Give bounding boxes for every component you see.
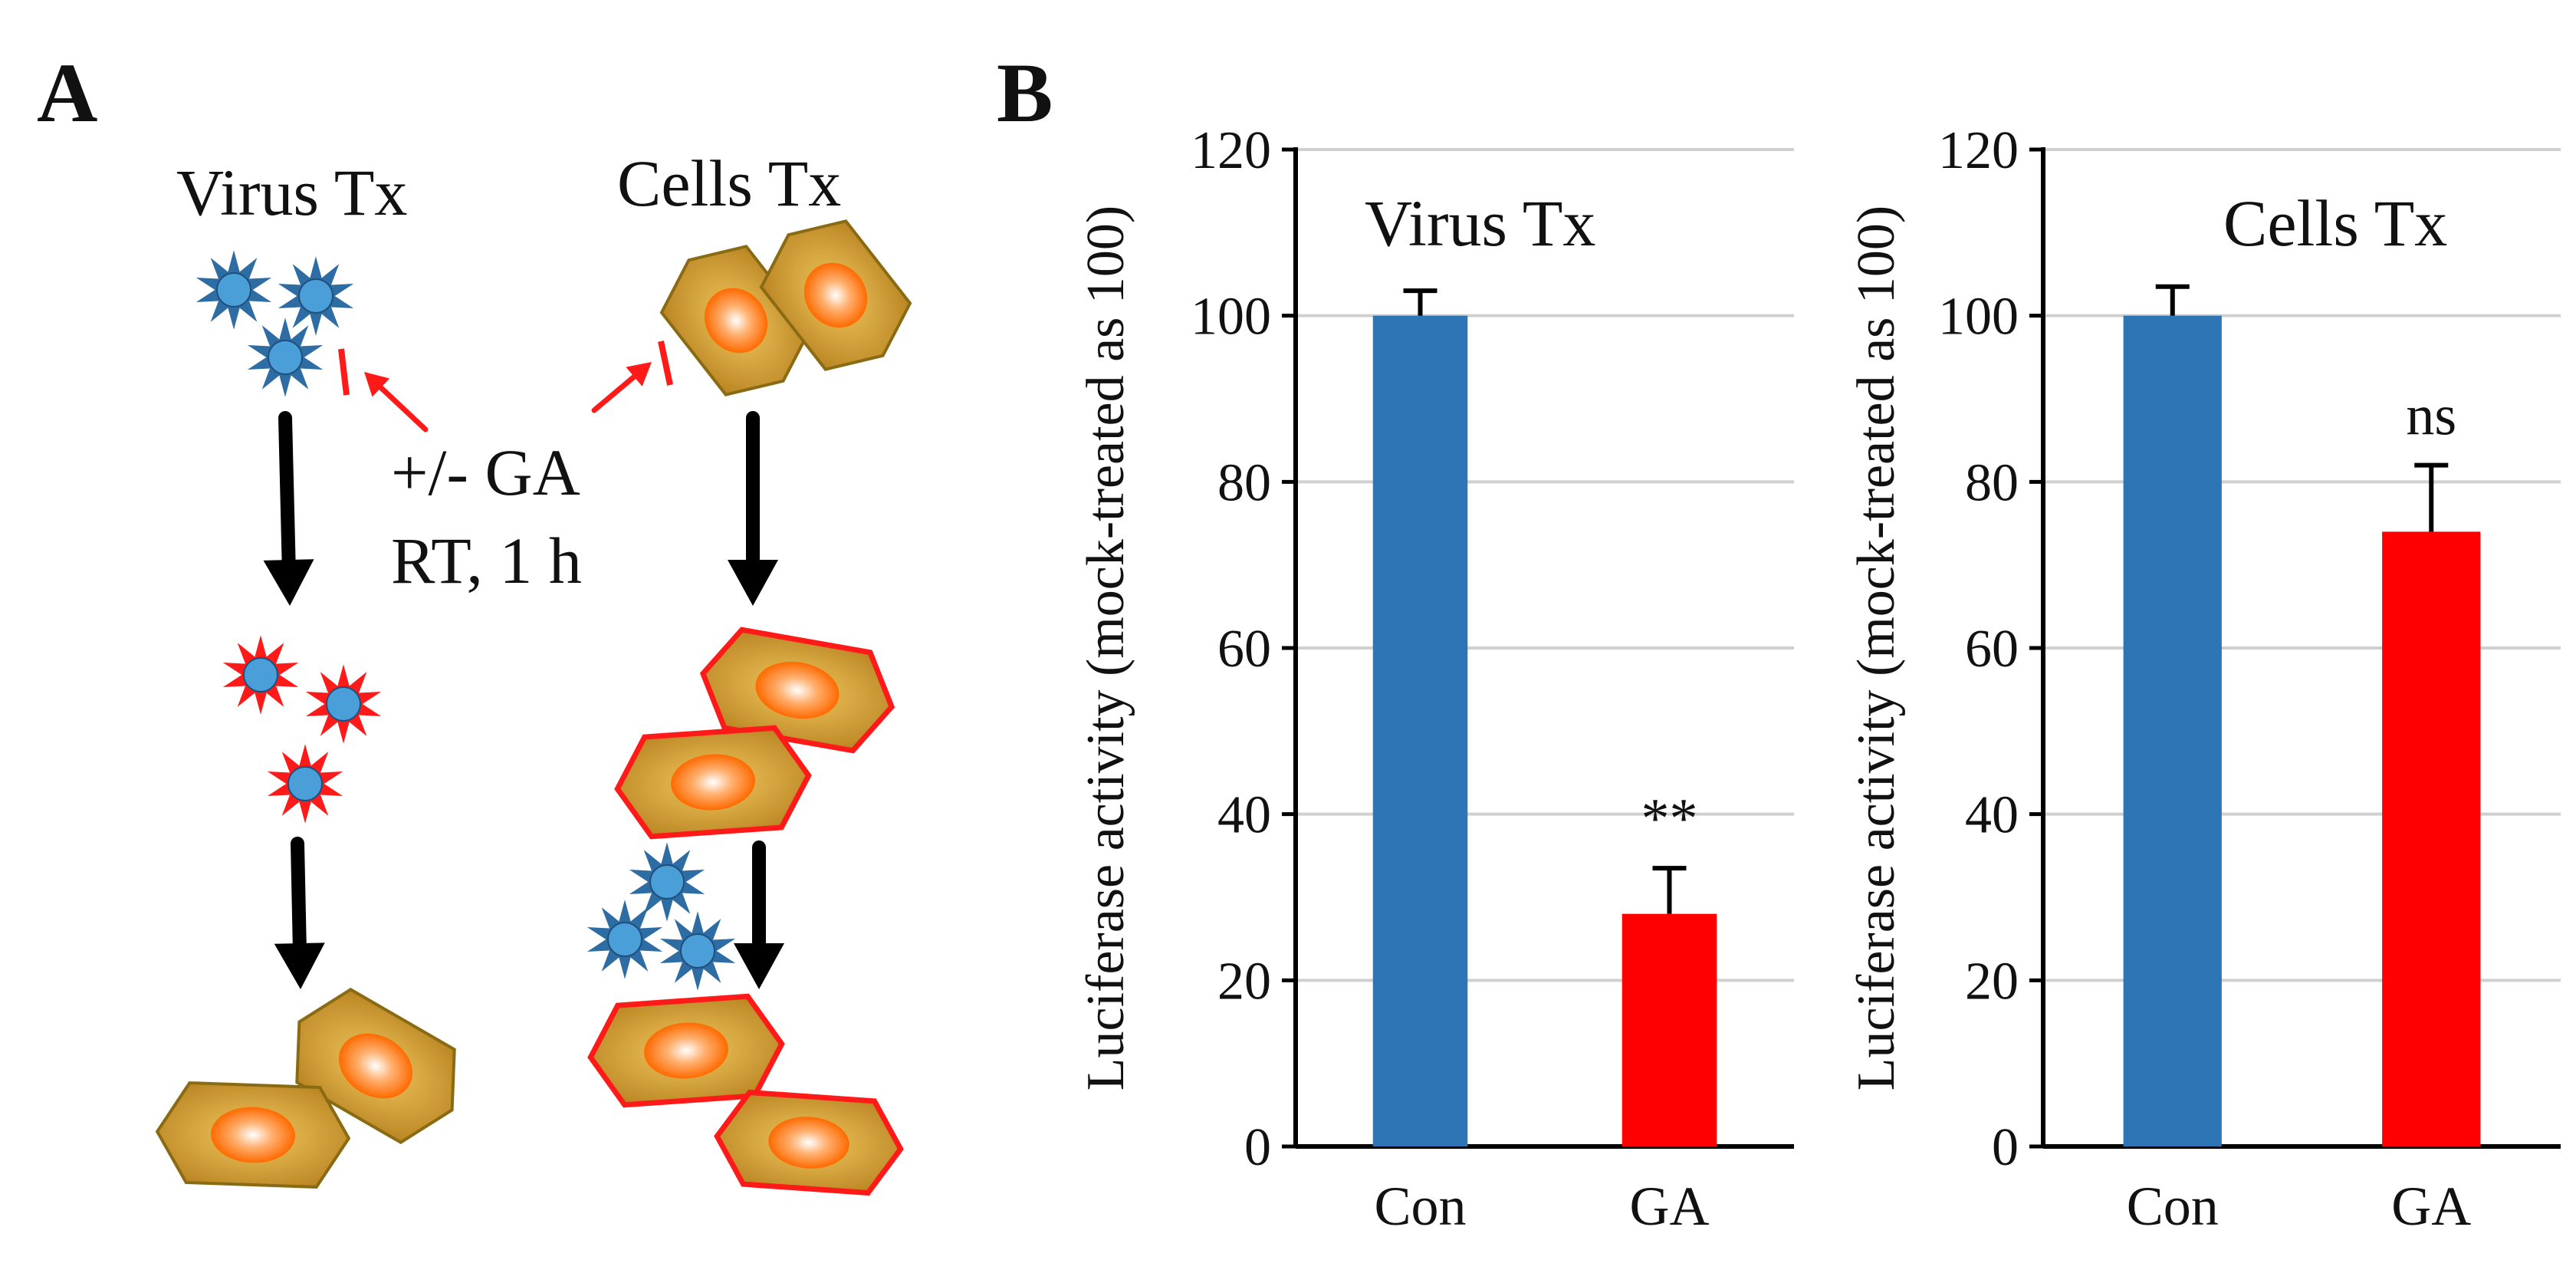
inhibition-arrow-icon: [591, 362, 652, 413]
inhibition-bar-icon: [338, 348, 350, 396]
chart-title: Cells Tx: [2223, 186, 2447, 260]
y-axis-label: Luciferase activity (mock-treated as 100…: [1847, 206, 1906, 1090]
virus-icon: [247, 317, 324, 397]
inhibition-bar-icon: [658, 340, 673, 386]
significance-label: ns: [2406, 385, 2456, 448]
treated-cell-icon: [614, 725, 812, 840]
down-arrow-icon: [734, 840, 784, 989]
y-axis-label: Luciferase activity (mock-treated as 100…: [1076, 206, 1135, 1090]
y-tick-label: 20: [1965, 952, 2019, 1011]
virus-icon: [629, 842, 705, 922]
y-tick-label: 40: [1217, 786, 1271, 845]
virus-icon: [659, 911, 736, 991]
y-tick-label: 0: [1244, 1118, 1271, 1177]
y-tick-label: 60: [1965, 620, 2019, 679]
panel-b-label: B: [997, 46, 1053, 140]
treated-virus-icon: [267, 744, 343, 824]
cell-icon: [295, 987, 456, 1145]
panel-a-diagram: Virus Tx Cells Tx +/- GA RT, 1 h: [155, 146, 912, 1196]
x-category-label: Con: [2127, 1176, 2219, 1237]
significance-label: **: [1641, 788, 1698, 850]
cell-icon: [759, 219, 912, 371]
treatment-label-line1: +/- GA: [391, 436, 580, 509]
y-tick-label: 20: [1217, 952, 1271, 1011]
y-tick-label: 0: [1992, 1118, 2019, 1177]
cells-tx-label: Cells Tx: [617, 146, 841, 220]
virus-icon: [586, 900, 663, 979]
treated-virus-icon: [222, 635, 299, 715]
down-arrow-icon: [274, 837, 325, 989]
bar-con: [2123, 315, 2222, 1147]
down-arrow-icon: [263, 411, 314, 606]
y-tick-label: 40: [1965, 786, 2019, 845]
treated-virus-icon: [305, 664, 382, 744]
bar-ga: [1622, 913, 1717, 1146]
treated-cell-icon: [714, 1089, 904, 1196]
inhibition-arrow-icon: [364, 372, 429, 433]
y-tick-label: 100: [1938, 288, 2019, 347]
y-tick-label: 80: [1217, 453, 1271, 512]
y-tick-label: 60: [1217, 620, 1271, 679]
treatment-label-line2: RT, 1 h: [391, 524, 582, 597]
y-tick-label: 120: [1938, 121, 2019, 180]
panel-a-label: A: [37, 46, 97, 140]
y-tick-label: 100: [1191, 288, 1271, 347]
cell-icon: [155, 1081, 351, 1189]
virus-tx-label: Virus Tx: [176, 156, 407, 229]
down-arrow-icon: [728, 411, 778, 606]
virus-icon: [278, 256, 354, 336]
treated-cell-icon: [699, 627, 895, 754]
y-tick-label: 80: [1965, 453, 2019, 512]
bar-ga: [2382, 531, 2481, 1146]
x-category-label: GA: [2391, 1176, 2471, 1237]
x-category-label: Con: [1374, 1176, 1466, 1237]
virus-icon: [196, 250, 272, 330]
y-tick-label: 120: [1191, 121, 1271, 180]
bar-con: [1372, 315, 1468, 1147]
x-category-label: GA: [1630, 1176, 1710, 1237]
chart-title: Virus Tx: [1365, 186, 1595, 260]
